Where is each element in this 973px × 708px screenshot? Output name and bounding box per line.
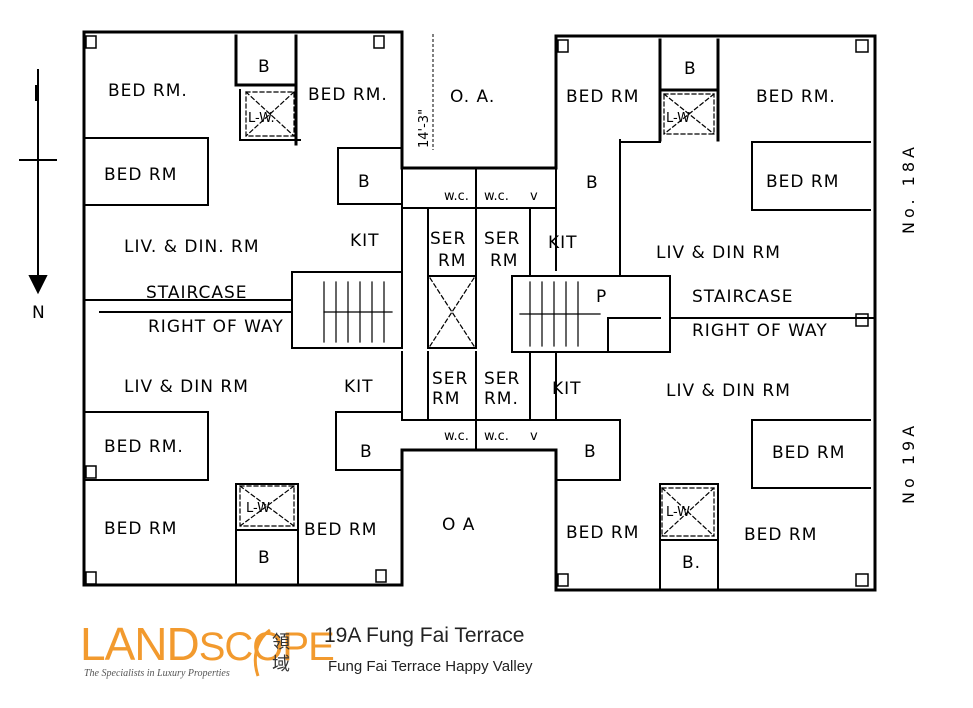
room-label: BED RM [766, 172, 839, 192]
room-label: B [684, 59, 697, 79]
room-label: KIT [350, 231, 380, 251]
logo-cjk: 領域 [272, 632, 290, 675]
logo-tagline: The Specialists in Luxury Properties [84, 668, 230, 679]
room-label: L-W [246, 501, 270, 516]
room-label: L-W. [248, 111, 275, 126]
room-label: LIV & DIN RM [666, 381, 791, 401]
room-label: P [596, 287, 607, 307]
room-label: SER [484, 369, 520, 389]
interior-walls [83, 89, 876, 591]
room-label: RM [432, 389, 460, 409]
room-label: B [358, 172, 371, 192]
room-label: KIT [552, 379, 582, 399]
room-label: BED RM [744, 525, 817, 545]
room-label: BED RM [772, 443, 845, 463]
room-label: KIT [548, 233, 578, 253]
room-label: L-W [666, 505, 690, 520]
room-label: BED RM [104, 519, 177, 539]
room-label: w.c. [484, 189, 509, 204]
floor-plan: BED RM. B BED RM. L-W. BED RM B LIV. & D… [19, 30, 918, 592]
room-label: L-W [666, 111, 690, 126]
room-label: B [586, 173, 599, 193]
room-label: KIT [344, 377, 374, 397]
north-label: N [32, 303, 46, 323]
room-label: RM [490, 251, 518, 271]
room-label: B [258, 548, 271, 568]
page-subtitle: Fung Fai Terrace Happy Valley [328, 658, 533, 675]
page-title: 19A Fung Fai Terrace [324, 624, 525, 647]
room-label: v [530, 189, 538, 204]
room-label: STAIRCASE [146, 283, 248, 303]
room-label: SER [484, 229, 520, 249]
room-label: BED RM [304, 520, 377, 540]
room-label: BED RM. [308, 85, 388, 105]
columns [85, 35, 869, 587]
room-label: O A [442, 515, 475, 535]
room-label: w.c. [484, 429, 509, 444]
room-label: O. A. [450, 87, 495, 107]
room-label: B [360, 442, 373, 462]
room-label: LIV. & DIN. RM [124, 237, 260, 257]
room-label: BED RM. [108, 81, 188, 101]
dimension-label: 14'-3" [417, 109, 432, 148]
logo-swoosh-icon [253, 628, 271, 677]
room-label: w.c. [444, 189, 469, 204]
room-label: BED RM [104, 165, 177, 185]
room-label: RM [438, 251, 466, 271]
room-label: BED RM [566, 523, 639, 543]
stair-treads [323, 281, 601, 347]
side-label-18a: No. 18A [899, 143, 918, 234]
side-label-19a: No 19A [899, 422, 918, 504]
room-label: RIGHT OF WAY [148, 317, 284, 337]
room-label: w.c. [444, 429, 469, 444]
room-label: RIGHT OF WAY [692, 321, 828, 341]
room-label: LIV & DIN RM [124, 377, 249, 397]
room-label: STAIRCASE [692, 287, 794, 307]
room-label: RM. [484, 389, 519, 409]
room-label: BED RM. [756, 87, 836, 107]
room-label: SER [432, 369, 468, 389]
lightwell-crosses [239, 91, 715, 537]
room-label: B [584, 442, 597, 462]
room-label: BED RM. [104, 437, 184, 457]
north-arrow-icon [19, 69, 57, 295]
room-label: LIV & DIN RM [656, 243, 781, 263]
room-label: B [258, 57, 271, 77]
outer-walls [82, 30, 877, 592]
room-label: v [530, 429, 538, 444]
room-label: B. [682, 553, 701, 573]
room-label: SER [430, 229, 466, 249]
room-label: BED RM [566, 87, 639, 107]
